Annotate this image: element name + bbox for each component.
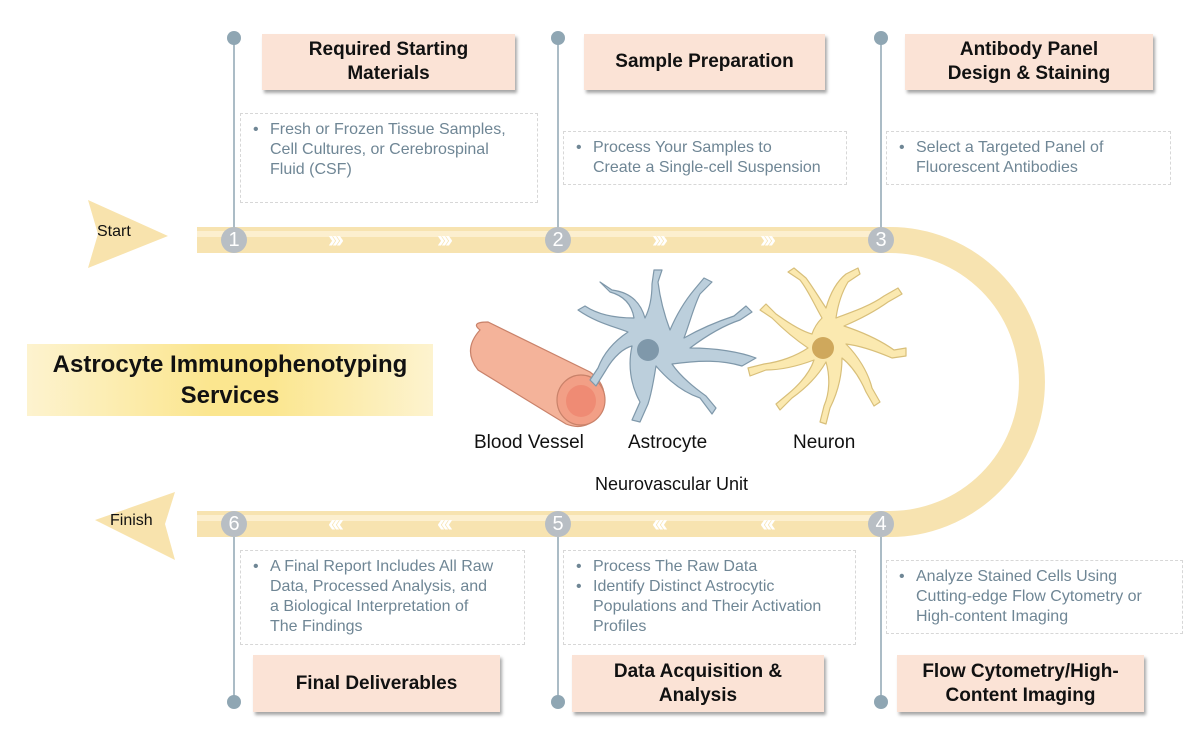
chevron-backward-icon: ‹‹‹ — [652, 510, 668, 537]
neuron-label: Neuron — [793, 432, 856, 453]
chevron-backward-icon: ‹‹‹ — [437, 510, 453, 537]
page-title: Astrocyte Immunophenotyping Services — [27, 344, 433, 416]
blood-vessel-label: Blood Vessel — [474, 432, 584, 453]
connector-lines — [233, 38, 882, 702]
chevron-backward-icon: ‹‹‹ — [328, 510, 344, 537]
step-number: 2 — [545, 227, 571, 253]
chevron-backward-icon: ‹‹‹ — [760, 510, 776, 537]
step-number: 1 — [221, 227, 247, 253]
step-1-item: Fresh or Frozen Tissue Samples, Cell Cul… — [253, 120, 527, 180]
step-4-description: Analyze Stained Cells Using Cutting-edge… — [886, 560, 1183, 634]
step-6-description: A Final Report Includes All Raw Data, Pr… — [240, 550, 525, 645]
step-3-item: Select a Targeted Panel of Fluorescent A… — [899, 138, 1160, 178]
step-5-description: Process The Raw Data Identify Distinct A… — [563, 550, 856, 645]
step-5-item: Process The Raw Data — [576, 557, 845, 577]
step-5-title: Data Acquisition & Analysis — [572, 655, 824, 712]
step-number: 5 — [545, 511, 571, 537]
step-2-title: Sample Preparation — [584, 34, 825, 90]
start-label: Start — [97, 223, 131, 240]
step-5-item: Identify Distinct Astrocytic Populations… — [576, 577, 845, 637]
step-3-description: Select a Targeted Panel of Fluorescent A… — [886, 131, 1171, 185]
chevron-forward-icon: ››› — [437, 226, 453, 253]
finish-flag — [95, 492, 175, 560]
step-number: 6 — [221, 511, 247, 537]
step-2-item: Process Your Samples to Create a Single-… — [576, 138, 836, 178]
chevron-forward-icon: ››› — [652, 226, 668, 253]
neurovascular-unit-label: Neurovascular Unit — [595, 474, 749, 494]
chevron-forward-icon: ››› — [760, 226, 776, 253]
start-flag — [88, 200, 168, 268]
step-3-title: Antibody Panel Design & Staining — [905, 34, 1153, 90]
neuron-graphic — [747, 267, 907, 425]
astrocyte-label: Astrocyte — [628, 432, 708, 453]
step-6-item: A Final Report Includes All Raw Data, Pr… — [253, 557, 514, 637]
step-1-description: Fresh or Frozen Tissue Samples, Cell Cul… — [240, 113, 538, 203]
step-6-title: Final Deliverables — [253, 655, 500, 712]
step-4-title: Flow Cytometry/High- Content Imaging — [897, 655, 1144, 712]
step-2-description: Process Your Samples to Create a Single-… — [563, 131, 847, 185]
step-number: 3 — [868, 227, 894, 253]
blood-vessel-graphic — [469, 321, 606, 427]
track-path — [197, 227, 1045, 537]
astrocyte-graphic — [577, 269, 757, 423]
step-number: 4 — [868, 511, 894, 537]
step-1-title: Required Starting Materials — [262, 34, 515, 90]
step-4-item: Analyze Stained Cells Using Cutting-edge… — [899, 567, 1172, 627]
finish-label: Finish — [110, 512, 153, 529]
chevron-forward-icon: ››› — [328, 226, 344, 253]
connector-dots — [227, 31, 888, 709]
